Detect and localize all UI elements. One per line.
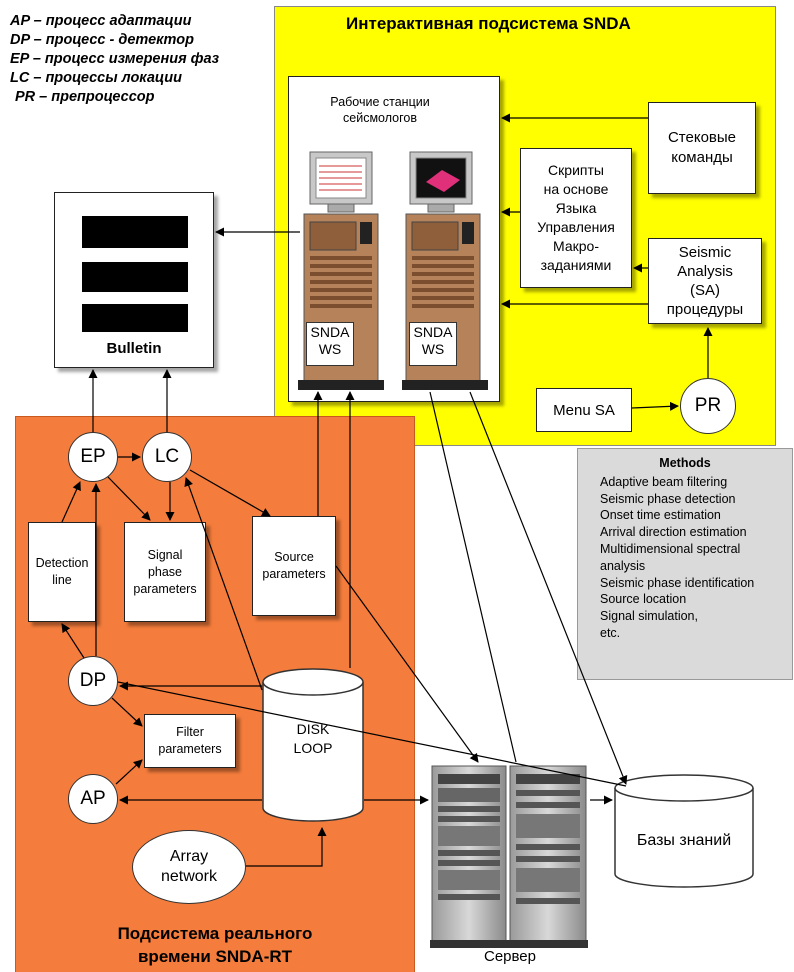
bulletin-bar-2 — [82, 262, 188, 292]
stack-commands-box: Стековые команды — [648, 102, 756, 194]
array-network: Array network — [132, 830, 246, 904]
bulletin-label: Bulletin — [106, 340, 162, 357]
method-item: Adaptive beam filtering — [600, 474, 728, 489]
bulletin-bar-3 — [82, 304, 188, 332]
method-item: Arrival direction estimation — [600, 525, 747, 540]
knowledge-base-label: Базы знаний — [636, 832, 732, 849]
filter-parameters-box: Filter parameters — [144, 714, 236, 768]
lc-node: LC — [142, 432, 192, 482]
methods-panel: Methods Adaptive beam filtering Seismic … — [577, 448, 793, 680]
detection-line-box: Detection line — [28, 522, 96, 622]
server-rack-icon — [430, 765, 588, 948]
method-item: Onset time estimation — [600, 508, 721, 523]
realtime-subsystem-title: Подсистема реального времени SNDA-RT — [117, 924, 313, 966]
scripts-box: Скрипты на основе Языка Управления Макро… — [520, 148, 632, 288]
method-item: Signal simulation, — [600, 609, 698, 624]
source-parameters-box: Source parameters — [252, 516, 336, 616]
method-item: analysis — [600, 558, 646, 573]
menu-sa-box[interactable]: Menu SA — [536, 388, 632, 432]
knowledge-base-cylinder-icon — [614, 774, 754, 888]
disk-loop-label: DISK LOOP — [293, 721, 333, 756]
legend-dp: DP – процесс - детектор — [10, 32, 194, 48]
legend-pr: PR – препроцессор — [15, 89, 155, 105]
methods-title: Methods — [659, 456, 711, 470]
signal-phase-box: Signal phase parameters — [124, 522, 206, 622]
interactive-subsystem-title: Интерактивная подсистема SNDA — [346, 14, 631, 33]
dp-node: DP — [68, 656, 118, 706]
method-item: Seismic phase identification — [600, 575, 755, 590]
workstation-1-label: SNDA WS — [306, 322, 354, 366]
method-item: etc. — [600, 625, 621, 640]
method-item: Source location — [600, 592, 687, 607]
method-item: Multidimensional spectral — [600, 541, 741, 556]
sa-procedures-box: Seismic Analysis (SA) процедуры — [648, 238, 762, 324]
legend-ep: EP – процесс измерения фаз — [10, 51, 219, 67]
workstation-2-label: SNDA WS — [409, 322, 457, 366]
knowledge-base — [614, 774, 754, 890]
legend-ap: AP – процесс адаптации — [10, 13, 192, 29]
ap-node: AP — [68, 774, 118, 824]
method-item: Seismic phase detection — [600, 491, 736, 506]
arrow-ws1-server — [429, 391, 517, 763]
bulletin-bar-1 — [82, 216, 188, 248]
pr-node: PR — [680, 378, 736, 434]
legend-lc: LC – процессы локации — [10, 70, 182, 86]
ep-node: EP — [68, 432, 118, 482]
server-label: Сервер — [483, 948, 536, 965]
workstations-caption: Рабочие станции сейсмологов — [330, 95, 430, 125]
legend: AP – процесс адаптации DP – процесс - де… — [10, 12, 219, 107]
server — [430, 764, 590, 950]
